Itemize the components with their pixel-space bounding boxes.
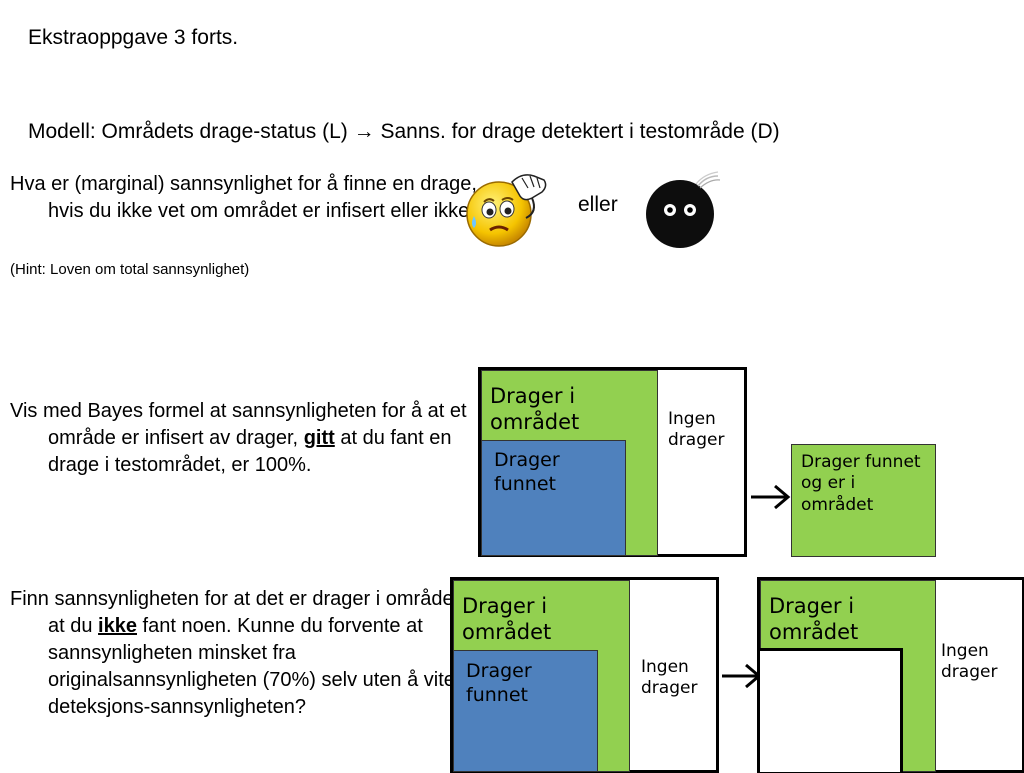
diagram-2-found-label: Drager funnet (466, 660, 532, 706)
gitt-emphasis: gitt (303, 427, 335, 449)
diagram-2-dragons-label: Drager i området (462, 594, 552, 645)
diagram-1-no-dragons-label: Ingen drager (668, 409, 725, 451)
bomb-icon (646, 171, 721, 248)
hint-text: (Hint: Loven om total sannsynlighet) (10, 261, 250, 278)
diagram-1-dragons-found-area (481, 440, 626, 556)
arrow-right-icon (751, 484, 791, 510)
diagram-3-no-dragons-label: Ingen drager (941, 641, 998, 683)
diagram-1-dragons-label: Drager i området (490, 384, 580, 435)
diagram-1-result-label: Drager funnet og er i området (801, 452, 921, 515)
diagram-3-removed-area (760, 648, 903, 772)
ikke-emphasis: ikke (98, 615, 137, 637)
diagram-3-dragons-label: Drager i området (769, 594, 859, 645)
diagram-1-found-label: Drager funnet (494, 449, 560, 495)
slide-title: Ekstraoppgave 3 forts. (28, 26, 239, 49)
question-1: Hva er (marginal) sannsynlighet for å fi… (10, 173, 481, 222)
diagram-2-no-dragons-label: Ingen drager (641, 657, 698, 699)
question-3: Finn sannsynligheten for at det er drage… (10, 586, 498, 721)
model-line: Modell: Områdets drage-status (L) → Sann… (28, 120, 780, 143)
eller-label: eller (578, 193, 618, 216)
question-2: Vis med Bayes formel at sannsynligheten … (10, 400, 467, 476)
arrow-right-icon (722, 663, 762, 689)
worried-face-icon (466, 174, 547, 247)
diagram-1-result-box (791, 444, 936, 557)
